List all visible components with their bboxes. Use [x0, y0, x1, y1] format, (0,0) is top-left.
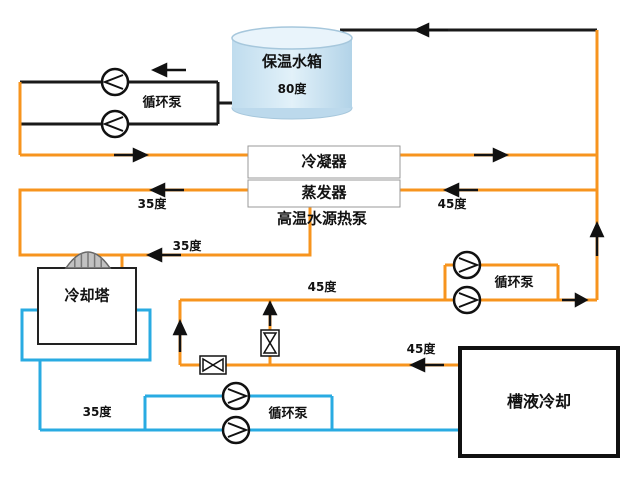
flow-arrow-icon: [114, 147, 150, 163]
cold-water-pipes: [38, 358, 462, 432]
temp-tower-in-label: 35度: [172, 239, 202, 253]
flow-arrow-icon: [589, 220, 605, 256]
flow-arrow-icon: [262, 300, 278, 326]
temp-evap-in-label: 45度: [437, 197, 467, 211]
pump-icon: [452, 285, 482, 315]
flow-arrow-icon: [412, 22, 448, 38]
insulated-tank: [231, 26, 353, 120]
pump-icon: [221, 415, 251, 445]
flow-arrow-icon: [145, 247, 181, 263]
temp-pump-feed-label: 45度: [307, 280, 337, 294]
temp-evap-out-label: 35度: [137, 197, 167, 211]
pump-bottom-label: 循环泵: [268, 406, 308, 422]
flow-arrow-icon: [172, 318, 188, 352]
bath-box: [458, 346, 620, 458]
pump-top-label: 循环泵: [142, 95, 182, 111]
tank-temp-label: 80度: [277, 82, 307, 96]
flow-arrow-icon: [562, 292, 589, 308]
valve-icon: [199, 355, 227, 375]
tank-name-label: 保温水箱: [261, 52, 323, 71]
pump-icon: [100, 67, 130, 97]
heat-pump-unit-label: 高温水源热泵: [276, 209, 368, 228]
temp-bath-out-label: 45度: [406, 342, 436, 356]
cooling-tower-label: 冷却塔: [64, 286, 110, 305]
condenser-label: 冷凝器: [301, 152, 347, 171]
condenser-box: [247, 145, 401, 179]
cooling-tower-body: [37, 267, 137, 345]
pump-right-label: 循环泵: [494, 275, 534, 291]
bath-label: 槽液冷却: [506, 392, 572, 411]
cooling-tower-fan-icon: [64, 251, 112, 269]
pump-icon: [452, 250, 482, 280]
pump-icon: [221, 381, 251, 411]
flow-arrow-icon: [150, 62, 186, 78]
temp-tower-supply-label: 35度: [82, 405, 112, 419]
pump-icon: [100, 109, 130, 139]
evaporator-label: 蒸发器: [301, 183, 347, 202]
valve-icon: [260, 329, 280, 357]
flow-arrow-icon: [148, 182, 184, 198]
flow-arrow-icon: [408, 357, 444, 373]
flow-arrow-icon: [474, 147, 510, 163]
flow-arrows: [114, 22, 605, 373]
evaporator-box: [247, 179, 401, 208]
flow-arrow-icon: [442, 182, 478, 198]
